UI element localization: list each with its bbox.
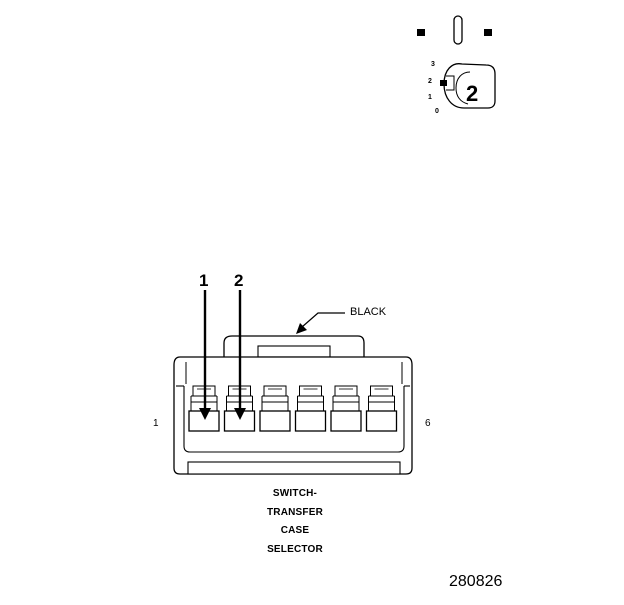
terminal-cavity-6 <box>365 385 398 432</box>
key-number-label: 2 <box>466 81 479 106</box>
legend-scale-1: 1 <box>428 94 432 101</box>
callout-arrow-2 <box>234 290 246 420</box>
connector-title-line-2: TRANSFER <box>266 507 324 518</box>
pin-number-left: 1 <box>153 418 159 429</box>
legend-scale-3: 3 <box>431 61 435 68</box>
connector-title-line-3: CASE <box>280 525 310 536</box>
cavity-group <box>188 385 398 432</box>
pin-number-right: 6 <box>425 418 431 429</box>
wire-color-label: BLACK <box>350 306 387 318</box>
key-symbol <box>440 63 496 109</box>
wire-color-leader <box>296 312 345 334</box>
callout-label-2: 2 <box>234 271 244 290</box>
callout-arrow-1 <box>199 290 211 420</box>
legend-marker-right <box>484 29 492 36</box>
terminal-cavity-3 <box>259 385 291 432</box>
connector-body <box>173 335 413 475</box>
figure-id: 280826 <box>449 573 503 590</box>
callout-label-1: 1 <box>199 271 209 290</box>
connector-title-line-4: SELECTOR <box>267 544 323 555</box>
terminal-cavity-5 <box>330 385 362 432</box>
legend-scale-2: 2 <box>428 78 432 85</box>
legend-scale-0: 0 <box>435 108 439 115</box>
legend-slot <box>453 15 463 45</box>
connector-title-line-1: SWITCH- <box>272 488 318 499</box>
legend-marker-left <box>417 29 425 36</box>
terminal-cavity-4 <box>294 385 327 432</box>
key-index-marker <box>440 80 447 86</box>
